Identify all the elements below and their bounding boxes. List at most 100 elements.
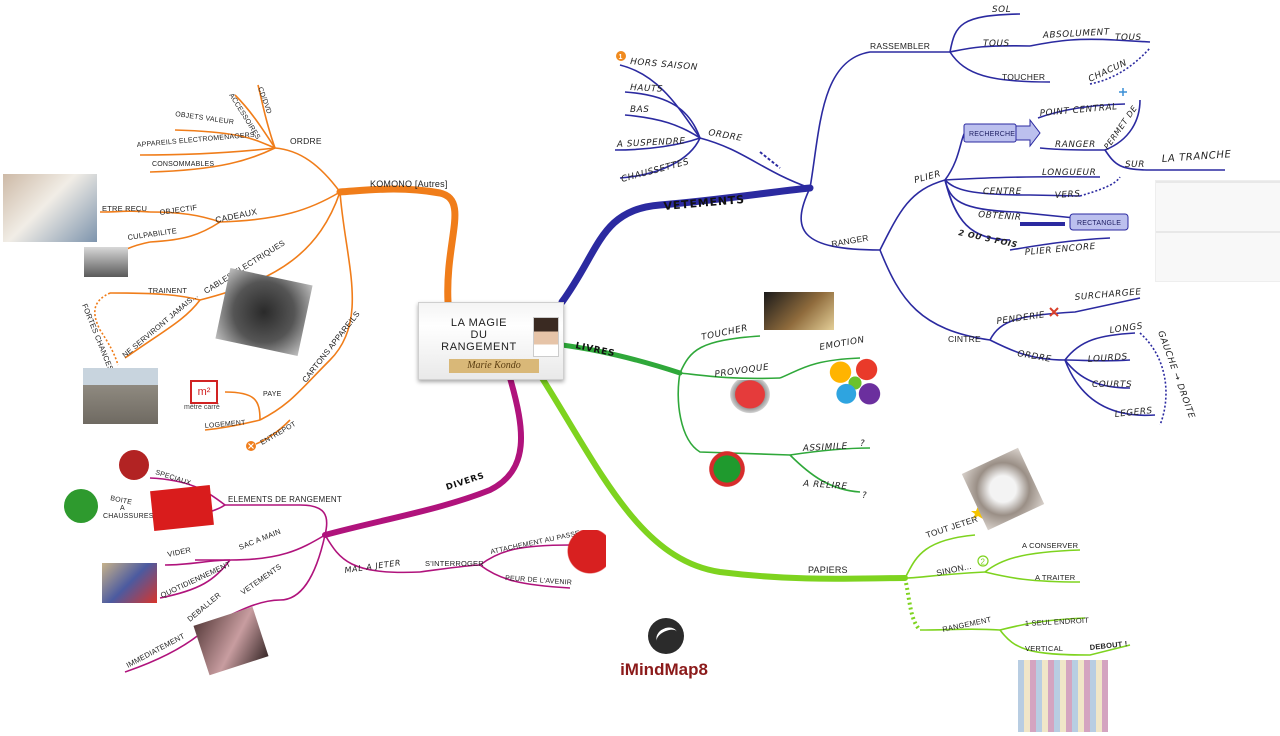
question-man-icon bbox=[566, 530, 606, 600]
node-label: CHACUN bbox=[1087, 58, 1129, 85]
thumbs-down-icon bbox=[119, 450, 149, 480]
node-label: PEUR DE L'AVENIR bbox=[505, 575, 572, 587]
node-label: 1 SEUL ENDROIT bbox=[1025, 616, 1090, 628]
node-label: RANGEMENT bbox=[942, 615, 993, 634]
node-label: PLIER bbox=[913, 169, 942, 186]
node-label: A CONSERVER bbox=[1022, 541, 1079, 550]
node-label: SINON... bbox=[935, 561, 972, 578]
central-title: LA MAGIE DU RANGEMENT bbox=[441, 317, 517, 353]
papiers-label: PAPIERS bbox=[808, 565, 848, 575]
node-label: TOUS bbox=[983, 39, 1010, 49]
komono-label: KOMONO [Autres] bbox=[370, 179, 448, 189]
node-label: CENTRE bbox=[983, 187, 1022, 197]
node-label: ABSOLUMENT bbox=[1042, 28, 1110, 42]
node-label: COURTS bbox=[1092, 380, 1132, 390]
node-label: APPAREILS ELECTROMENAGERS bbox=[137, 132, 256, 149]
node-label: TOUS bbox=[1115, 33, 1142, 43]
node-label: SURCHARGEE bbox=[1074, 287, 1142, 303]
node-label: OBJETS VALEUR bbox=[175, 111, 235, 126]
node-label: LONGS bbox=[1109, 321, 1144, 336]
scrap-pile-photo bbox=[83, 368, 158, 424]
papiers-number: 2 bbox=[981, 558, 986, 567]
node-label: A TRAITER bbox=[1035, 573, 1076, 582]
node-label: EMOTION bbox=[819, 335, 866, 353]
node-label: BAS bbox=[630, 105, 649, 115]
node-label: ETRE REÇU bbox=[102, 204, 147, 213]
node-label: CADEAUX bbox=[214, 206, 258, 225]
divers-label: DIVERS bbox=[445, 471, 486, 493]
imindmap-logo: iMindMap8 bbox=[614, 618, 714, 686]
node-label: ? bbox=[862, 491, 867, 501]
node-label: FORTES CHANCES bbox=[80, 302, 115, 372]
node-label: LA TRANCHE bbox=[1161, 149, 1231, 165]
metre-carre-text: mètre carré bbox=[184, 404, 220, 411]
node-label: SUR bbox=[1125, 160, 1145, 170]
node-label: A bbox=[120, 505, 125, 512]
node-label: SAC A MAIN bbox=[237, 527, 282, 552]
node-label: CONSOMMABLES bbox=[152, 161, 214, 168]
node-label: CHAUSSETTES bbox=[620, 157, 690, 185]
node-label: RECHERCHE bbox=[969, 131, 1015, 138]
vetements-label: VETEMENTS bbox=[663, 193, 745, 213]
folding-diagram bbox=[1155, 180, 1280, 282]
handbag-photo bbox=[102, 563, 157, 603]
shoe-box-photo bbox=[150, 484, 214, 532]
metre-carre-logo: m² bbox=[190, 380, 218, 404]
node-label: OBTENIR bbox=[978, 210, 1022, 223]
node-label: ORDRE bbox=[290, 136, 322, 146]
author-name: Marie Kondo bbox=[449, 359, 539, 373]
node-label: CINTRE bbox=[948, 334, 981, 344]
node-label: VERTICAL bbox=[1025, 644, 1063, 653]
couple-photo bbox=[3, 174, 97, 242]
node-label: A SUSPENDRE bbox=[616, 136, 686, 150]
node-label: BOITE bbox=[110, 495, 133, 506]
book-touch-photo bbox=[764, 292, 834, 330]
node-label: RECTANGLE bbox=[1077, 220, 1121, 227]
recherche-arrow bbox=[1015, 118, 1041, 148]
node-label: TRAINENT bbox=[148, 286, 187, 295]
node-label: CHAUSSURES bbox=[103, 513, 154, 520]
node-label: 2 OU 3 FOIS bbox=[958, 228, 1019, 249]
imindmap-icon bbox=[648, 618, 684, 654]
order-number-badge bbox=[616, 51, 626, 61]
culpability-photo bbox=[84, 247, 128, 277]
order-number: 1 bbox=[619, 54, 623, 61]
node-label: HAUTS bbox=[630, 83, 664, 95]
node-label: GAUCHE → DROITE bbox=[1155, 330, 1196, 421]
paper-files-photo bbox=[1018, 660, 1108, 732]
branch-komono bbox=[336, 185, 459, 306]
node-label: PENDERIE bbox=[996, 310, 1046, 327]
node-label: LOGEMENT bbox=[205, 419, 247, 430]
branch-papiers bbox=[539, 375, 908, 582]
node-label: PLIER ENCORE bbox=[1024, 242, 1096, 258]
node-label: IMMEDIATEMENT bbox=[125, 631, 187, 670]
node-label: ENTREPOT bbox=[260, 421, 298, 447]
node-label: RANGER bbox=[1055, 140, 1096, 150]
central-node[interactable]: LA MAGIE DU RANGEMENT Marie Kondo bbox=[418, 302, 564, 380]
livres-label: LIVRES bbox=[574, 341, 616, 359]
move-icon bbox=[1119, 88, 1127, 96]
node-label: NE SERVIRONT JAMAIS... bbox=[121, 291, 200, 359]
node-label: LEGERS bbox=[1114, 406, 1153, 420]
node-label: HORS SAISON bbox=[630, 57, 699, 73]
node-label: CD/DVD bbox=[256, 86, 272, 115]
branch-vetements bbox=[558, 184, 814, 306]
cross-icon bbox=[1049, 307, 1059, 317]
node-label: VIDER bbox=[167, 545, 193, 559]
node-label: RASSEMBLER bbox=[870, 41, 930, 51]
node-label: PAYE bbox=[263, 391, 282, 398]
node-label: ORDRE bbox=[1016, 349, 1052, 365]
node-label: ASSIMILE bbox=[802, 442, 848, 454]
no-question-icon bbox=[700, 447, 754, 491]
node-label: RANGER bbox=[831, 233, 870, 249]
emotion-faces-icon bbox=[826, 356, 884, 410]
author-photo bbox=[533, 317, 559, 357]
node-label: LOURDS bbox=[1088, 352, 1129, 365]
branch-livres bbox=[559, 342, 683, 376]
thumbs-up-icon bbox=[64, 489, 98, 523]
node-label: ELEMENTS DE RANGEMENT bbox=[228, 495, 342, 504]
node-label: DEBOUT ! bbox=[1089, 639, 1128, 652]
rectangle-box bbox=[1069, 213, 1129, 231]
